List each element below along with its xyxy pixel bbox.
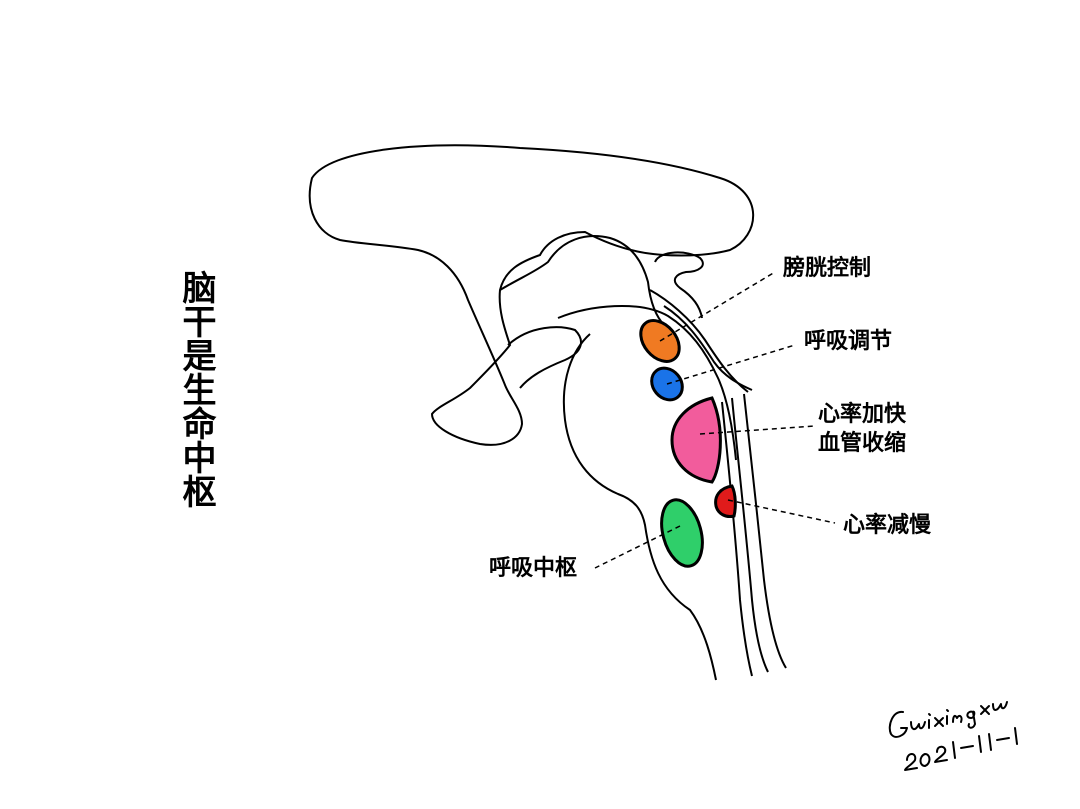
label-vasoconstriction: 血管收缩 — [818, 431, 907, 456]
respiratory-center-nucleus — [660, 498, 704, 568]
midbrain-notch — [507, 326, 582, 389]
spinal-cord-mid — [731, 397, 769, 673]
leader-heart-rate-increase — [699, 425, 816, 435]
heart-rate-decrease-nucleus — [714, 484, 737, 518]
label-heart-rate-decrease: 心率减慢 — [843, 513, 932, 538]
leader-respiratory-center — [594, 525, 681, 569]
pons-front — [562, 333, 717, 681]
leader-heart-rate-decrease — [727, 499, 836, 524]
heart-rate-increase-nucleus — [670, 396, 722, 484]
spinal-cord-back — [743, 393, 787, 669]
spinal-cord-front — [721, 401, 753, 677]
label-respiration-regulation: 呼吸调节 — [804, 329, 893, 354]
leader-respiration-regulation — [666, 344, 796, 385]
label-respiratory-center: 呼吸中枢 — [489, 556, 578, 581]
brain-outline — [308, 144, 755, 446]
cerebellum-fold-2 — [649, 289, 749, 393]
cerebellum-fold-3 — [663, 305, 753, 391]
thalamus-outline — [499, 235, 666, 327]
leader-bladder-control — [659, 271, 776, 342]
page-title: 脑干是生命中枢 — [176, 270, 216, 508]
cerebellum-fold-1 — [654, 251, 704, 319]
label-heart-rate-increase: 心率加快 — [818, 402, 907, 427]
pons-outline — [557, 304, 737, 461]
leader-lines — [594, 271, 836, 569]
label-bladder-control: 膀胱控制 — [783, 256, 872, 281]
handwritten-signature — [888, 701, 1018, 771]
